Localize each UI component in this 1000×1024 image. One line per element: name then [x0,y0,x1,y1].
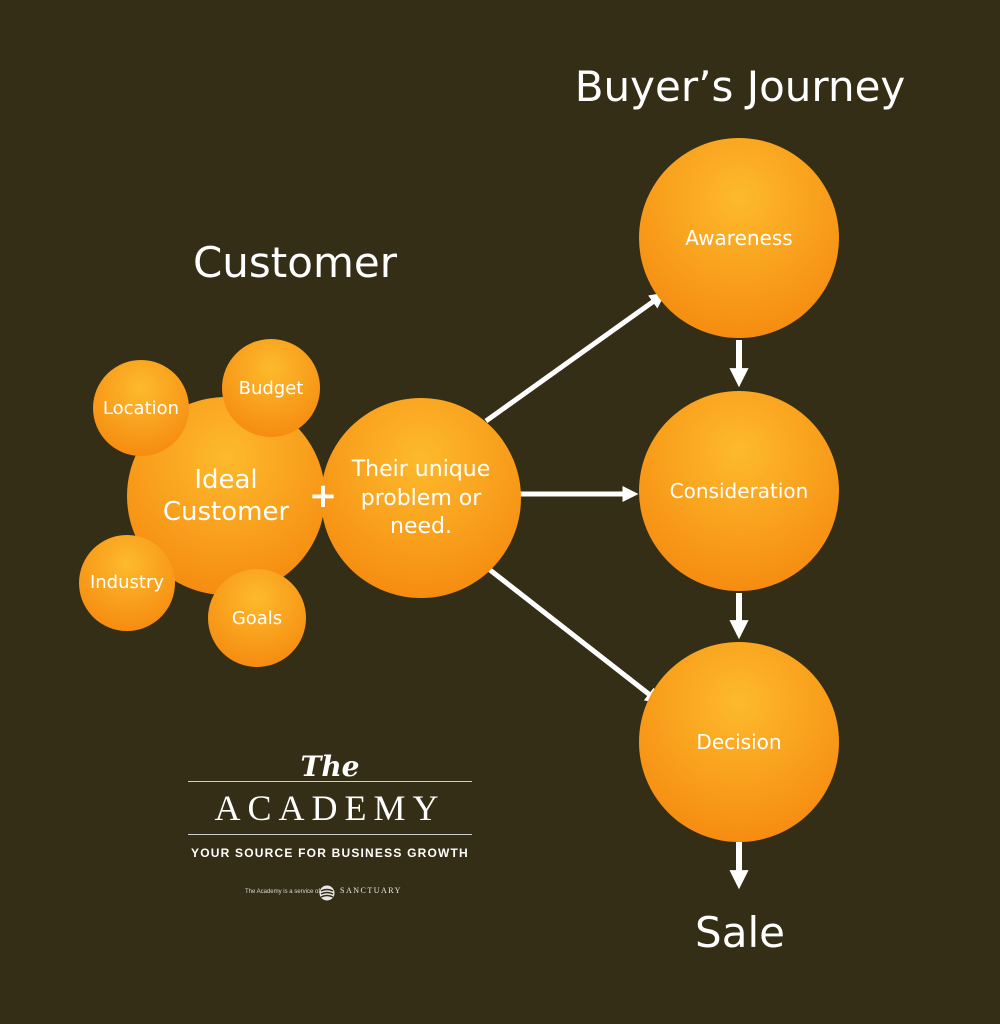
logo-the-text: The [300,750,360,783]
logo-divider-top [188,781,472,782]
problem-circle [321,398,521,598]
logo-tagline: YOUR SOURCE FOR BUSINESS GROWTH [191,846,469,860]
logo-academy-text: ACADEMY [214,788,446,828]
sanctuary-wordmark: SANCTUARY [340,886,402,895]
arrow-to-decision [488,568,662,704]
awareness-label: Awareness [685,225,793,250]
budget-circle [222,339,320,437]
arrow-to-awareness [484,292,666,424]
consideration-label: Consideration [669,478,809,503]
budget-label: Budget [238,377,304,399]
problem-label: Their unique problem or need. [351,457,491,540]
sale-label: Sale [695,908,785,957]
industry-label: Industry [89,571,165,593]
goals-label: Goals [231,607,283,629]
ideal-customer-circle [127,397,325,595]
decision-label: Decision [696,729,782,754]
buyers-journey-title: Buyer’s Journey [574,62,906,111]
ideal-customer-label: Ideal Customer [162,464,290,528]
customer-title: Customer [192,238,397,287]
goals-circle [208,569,306,667]
service-of-text: The Academy is a service of [244,889,320,895]
industry-circle [79,535,175,631]
location-label: Location [102,397,180,419]
logo-divider-bottom [188,834,472,835]
consideration-circle [639,391,839,591]
awareness-circle [639,138,839,338]
plus-sign: + [308,475,338,516]
location-circle [93,360,189,456]
decision-circle [639,642,839,842]
sanctuary-logo-icon [319,885,335,901]
